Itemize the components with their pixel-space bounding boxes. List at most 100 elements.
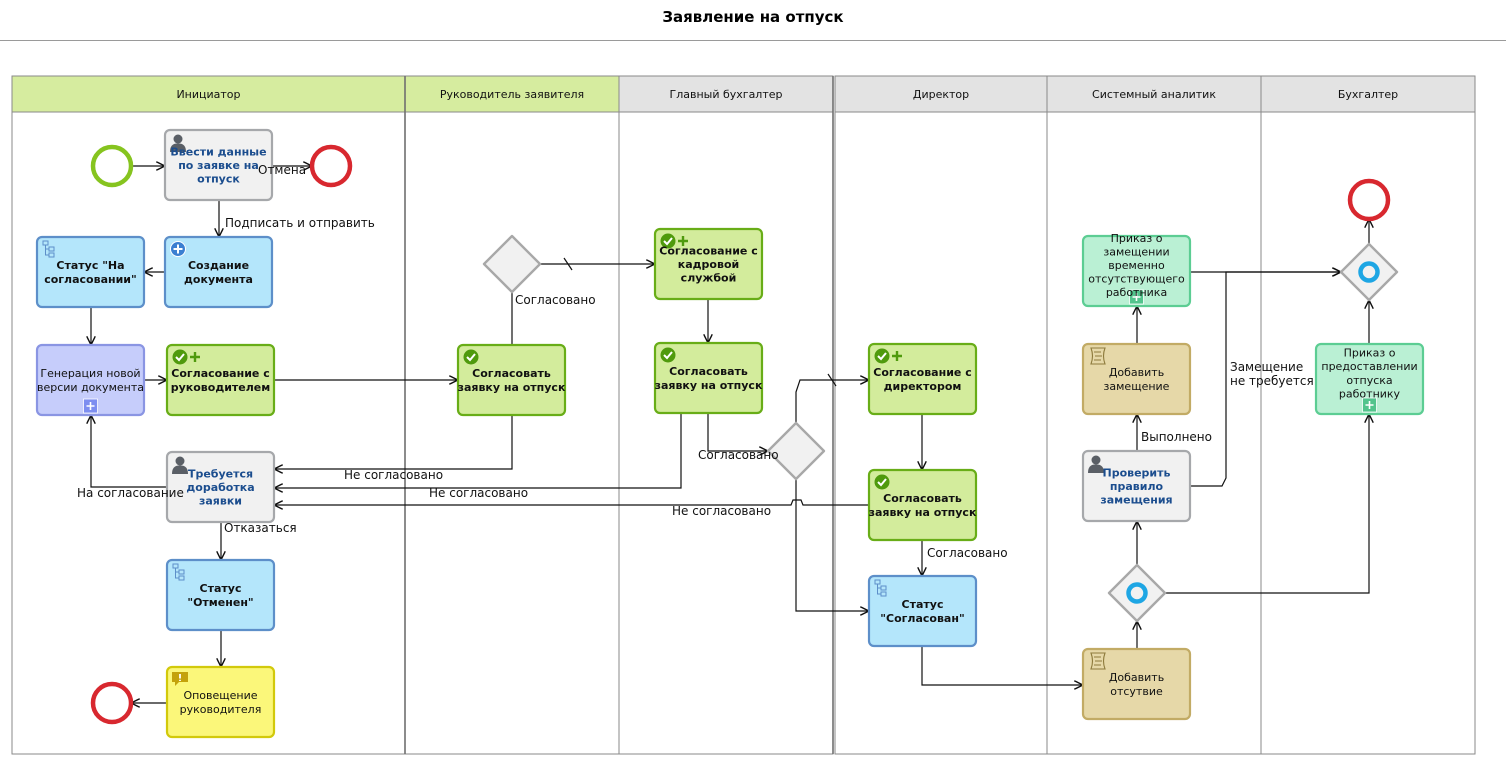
flow-e13 [795,480,868,611]
flow-e26 [1166,415,1369,594]
flow-label-e16: Не согласовано [344,468,443,482]
flow-label-e2: Отмена [258,163,306,177]
start-event-circle [90,144,134,188]
end-event-circle [1347,178,1391,222]
approve-plus-icon [172,349,200,365]
lane-label-director: Директор [913,88,969,101]
flow-e23 [921,646,1082,685]
task-box [163,235,274,309]
tree-icon [42,240,55,258]
task-box [867,468,978,542]
task-box [165,558,276,632]
user-icon [1088,455,1104,473]
end-event-circle [309,144,353,188]
lane-header-initiator [11,75,406,113]
lane-body-initiator [11,111,406,755]
task-box [1081,234,1192,308]
task-box [1081,647,1192,721]
gateway-diamond [1339,242,1399,302]
gateway-gw3[interactable] [1107,563,1167,623]
start-start[interactable] [90,144,134,188]
flow-e18 [275,499,869,505]
approve-plus-icon [660,233,688,249]
lane-header-manager [404,75,620,113]
script-icon [1090,652,1106,670]
subprocess-marker-icon [1362,397,1377,413]
task-box [35,235,146,309]
script-icon [1090,347,1106,365]
approve-icon [660,347,676,363]
task-box [867,574,978,648]
task-box [165,343,276,417]
flow-label-e20: Отказаться [224,521,297,535]
flow-label-e3: Подписать и отправить [225,216,375,230]
approve-plus-icon [874,348,902,364]
flow-e12 [795,380,868,422]
alert-icon [172,672,188,686]
gateway-diamond [482,234,542,294]
subprocess-marker-icon [1129,289,1144,305]
add-circle-icon [170,241,186,257]
flow-label-e17: Не согласовано [429,486,528,500]
task-box [1081,449,1192,523]
default-flow-slash [563,257,573,271]
gateway-marker-icon [1126,582,1148,604]
task-label: Статус"Отменен" [187,582,253,609]
approve-icon [874,474,890,490]
task-t_cancel[interactable]: Статус"Отменен" [165,558,276,632]
lane-label-manager: Руководитель заявителя [440,88,584,101]
lane-label-initiator: Инициатор [176,88,240,101]
flow-label-e8: Согласовано [515,293,596,307]
user-icon [172,456,188,474]
task-label: Статус"Согласован" [880,598,964,625]
gateway-gw2[interactable] [766,421,826,481]
user-icon [170,134,186,152]
gateway-diamond [1107,563,1167,623]
end-end3[interactable] [1347,178,1391,222]
lane-label-chief_accountant: Главный бухгалтер [670,88,783,101]
task-t_status2[interactable]: Статус"Согласован" [867,574,978,648]
lane-label-system_analyst: Системный аналитик [1092,88,1216,101]
task-box [1081,342,1192,416]
lane-body-director [834,111,1048,755]
gateway-gw4[interactable] [1339,242,1399,302]
lane-header-chief_accountant [618,75,834,113]
title-divider [0,40,1506,41]
task-box [653,227,764,301]
end-end2[interactable] [90,681,134,725]
approve-icon [463,349,479,365]
end-end1[interactable] [309,144,353,188]
gateway-gw1[interactable] [482,234,542,294]
task-box [163,128,274,202]
tree-icon [874,579,887,597]
